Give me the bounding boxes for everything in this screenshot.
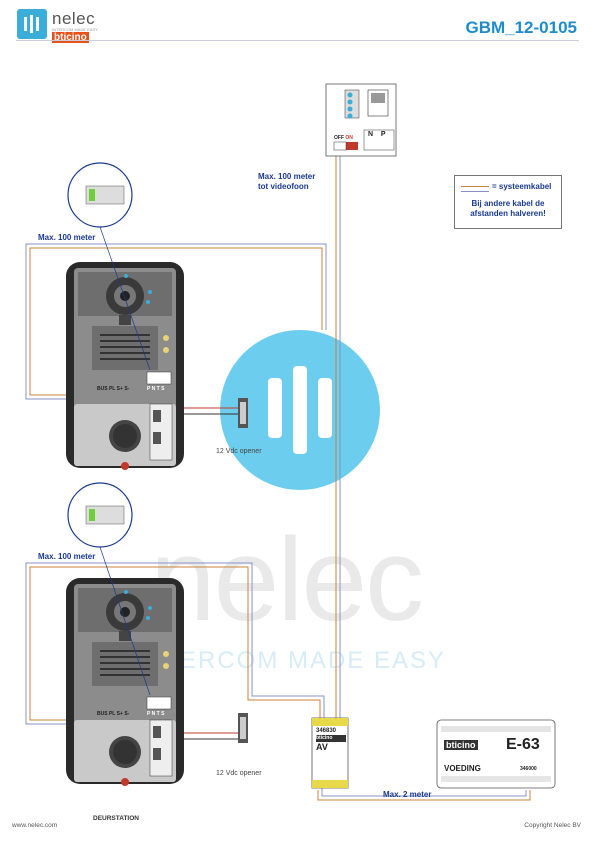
logo-name: nelec: [52, 9, 96, 28]
opener-bottom: [238, 713, 248, 743]
power-supply-model: E-63: [506, 736, 540, 753]
videophone: [325, 83, 397, 157]
switch-on-label: ON: [345, 135, 353, 141]
terminal-t: T: [156, 711, 160, 717]
terminal-p: P: [147, 386, 151, 392]
label-max-videofoon: Max. 100 meter tot videofoon: [258, 172, 315, 192]
opener-top-label: 12 Vdc opener: [216, 448, 262, 455]
power-supply-e63: [436, 719, 556, 789]
cable-bottom-blue: [25, 562, 325, 725]
terminal-labels-bottom: BUS PL S+ S-: [97, 711, 129, 717]
document-code: GBM_12-0105: [465, 18, 577, 37]
terminal-n: N: [151, 386, 156, 392]
logo-tagline: INTERCOM MADE EASY: [52, 27, 98, 32]
supply-blue: [321, 786, 527, 797]
power-supply-brand: bticino: [444, 740, 478, 750]
watermark-word: nelec: [150, 514, 424, 646]
switch-off-label: OFF: [334, 135, 344, 141]
label-max-videofoon-line1: Max. 100 meter: [258, 172, 316, 181]
label-max-top: Max. 100 meter: [38, 233, 96, 242]
legend-cable-swatch: [461, 186, 489, 192]
terminal-s-plus: S+: [116, 711, 123, 717]
terminal-s-minus: S-: [124, 386, 130, 392]
header-divider: [16, 40, 579, 41]
dip-zoom-top: [67, 162, 151, 371]
av-module-brand: bticino: [316, 735, 346, 742]
watermark-tagline: ERCOM MADE EASY: [180, 647, 447, 674]
logo-brand: bticino: [52, 32, 89, 43]
power-supply-label: VOEDING: [444, 764, 481, 773]
av-module-labels: 346830 bticino AV: [316, 728, 346, 753]
label-max-videofoon-line2: tot videofoon: [258, 182, 309, 191]
terminal-t: T: [156, 386, 160, 392]
nelec-logo: nelec INTERCOM MADE EASY bticino: [17, 9, 117, 43]
videophone-terminal-p: P: [380, 131, 386, 138]
supply-brown: [317, 790, 531, 801]
terminal-bus: BUS: [97, 711, 108, 717]
terminal-s-minus: S-: [124, 711, 130, 717]
cable-top-blue: [25, 243, 327, 400]
footer-website: www.nelec.com: [12, 822, 58, 829]
opener-bottom-label: 12 Vdc opener: [216, 770, 262, 777]
footer-section: DEURSTATION: [93, 815, 139, 822]
logo-bars-icon: [24, 15, 39, 33]
door-panel-bottom: [66, 578, 184, 786]
opener-top: [238, 398, 248, 428]
label-max-2m: Max. 2 meter: [383, 790, 432, 799]
terminal-n: N: [151, 711, 156, 717]
door-panel-top: [66, 262, 184, 470]
nelec-logo-mark: [17, 9, 47, 39]
cable-bottom-brown: [29, 566, 321, 721]
legend-cable-label: = systeemkabel: [492, 182, 552, 191]
cable-top-brown: [29, 247, 323, 396]
terminal-s: S: [161, 386, 165, 392]
av-module: [311, 717, 349, 789]
legend-note-line2: afstanden halveren!: [470, 209, 546, 218]
footer-copyright: Copyright Nelec BV: [524, 822, 581, 829]
power-supply-code: 346000: [520, 766, 537, 772]
terminal-p: P: [147, 711, 151, 717]
terminal-s: S: [161, 711, 165, 717]
legend-box: = systeemkabel Bij andere kabel de afsta…: [454, 175, 562, 229]
terminal-pnts-bottom: P N T S: [147, 711, 164, 717]
label-max-bottom: Max. 100 meter: [38, 552, 96, 561]
legend-note: Bij andere kabel de afstanden halveren!: [455, 199, 561, 219]
legend-note-line1: Bij andere kabel de: [471, 199, 545, 208]
av-module-name: AV: [316, 742, 328, 752]
dip-zoom-bottom: [67, 482, 151, 696]
terminal-bus: BUS: [97, 386, 108, 392]
terminal-pnts-top: P N T S: [147, 386, 164, 392]
videophone-switch: OFF ON: [334, 135, 353, 141]
terminal-pl: PL: [108, 386, 116, 392]
terminal-pl: PL: [108, 711, 116, 717]
videophone-terminal-n: N: [368, 131, 374, 138]
videophone-np: N P: [368, 131, 386, 138]
terminal-labels-top: BUS PL S+ S-: [97, 386, 129, 392]
av-module-code: 346830: [316, 728, 337, 734]
terminal-s-plus: S+: [116, 386, 123, 392]
